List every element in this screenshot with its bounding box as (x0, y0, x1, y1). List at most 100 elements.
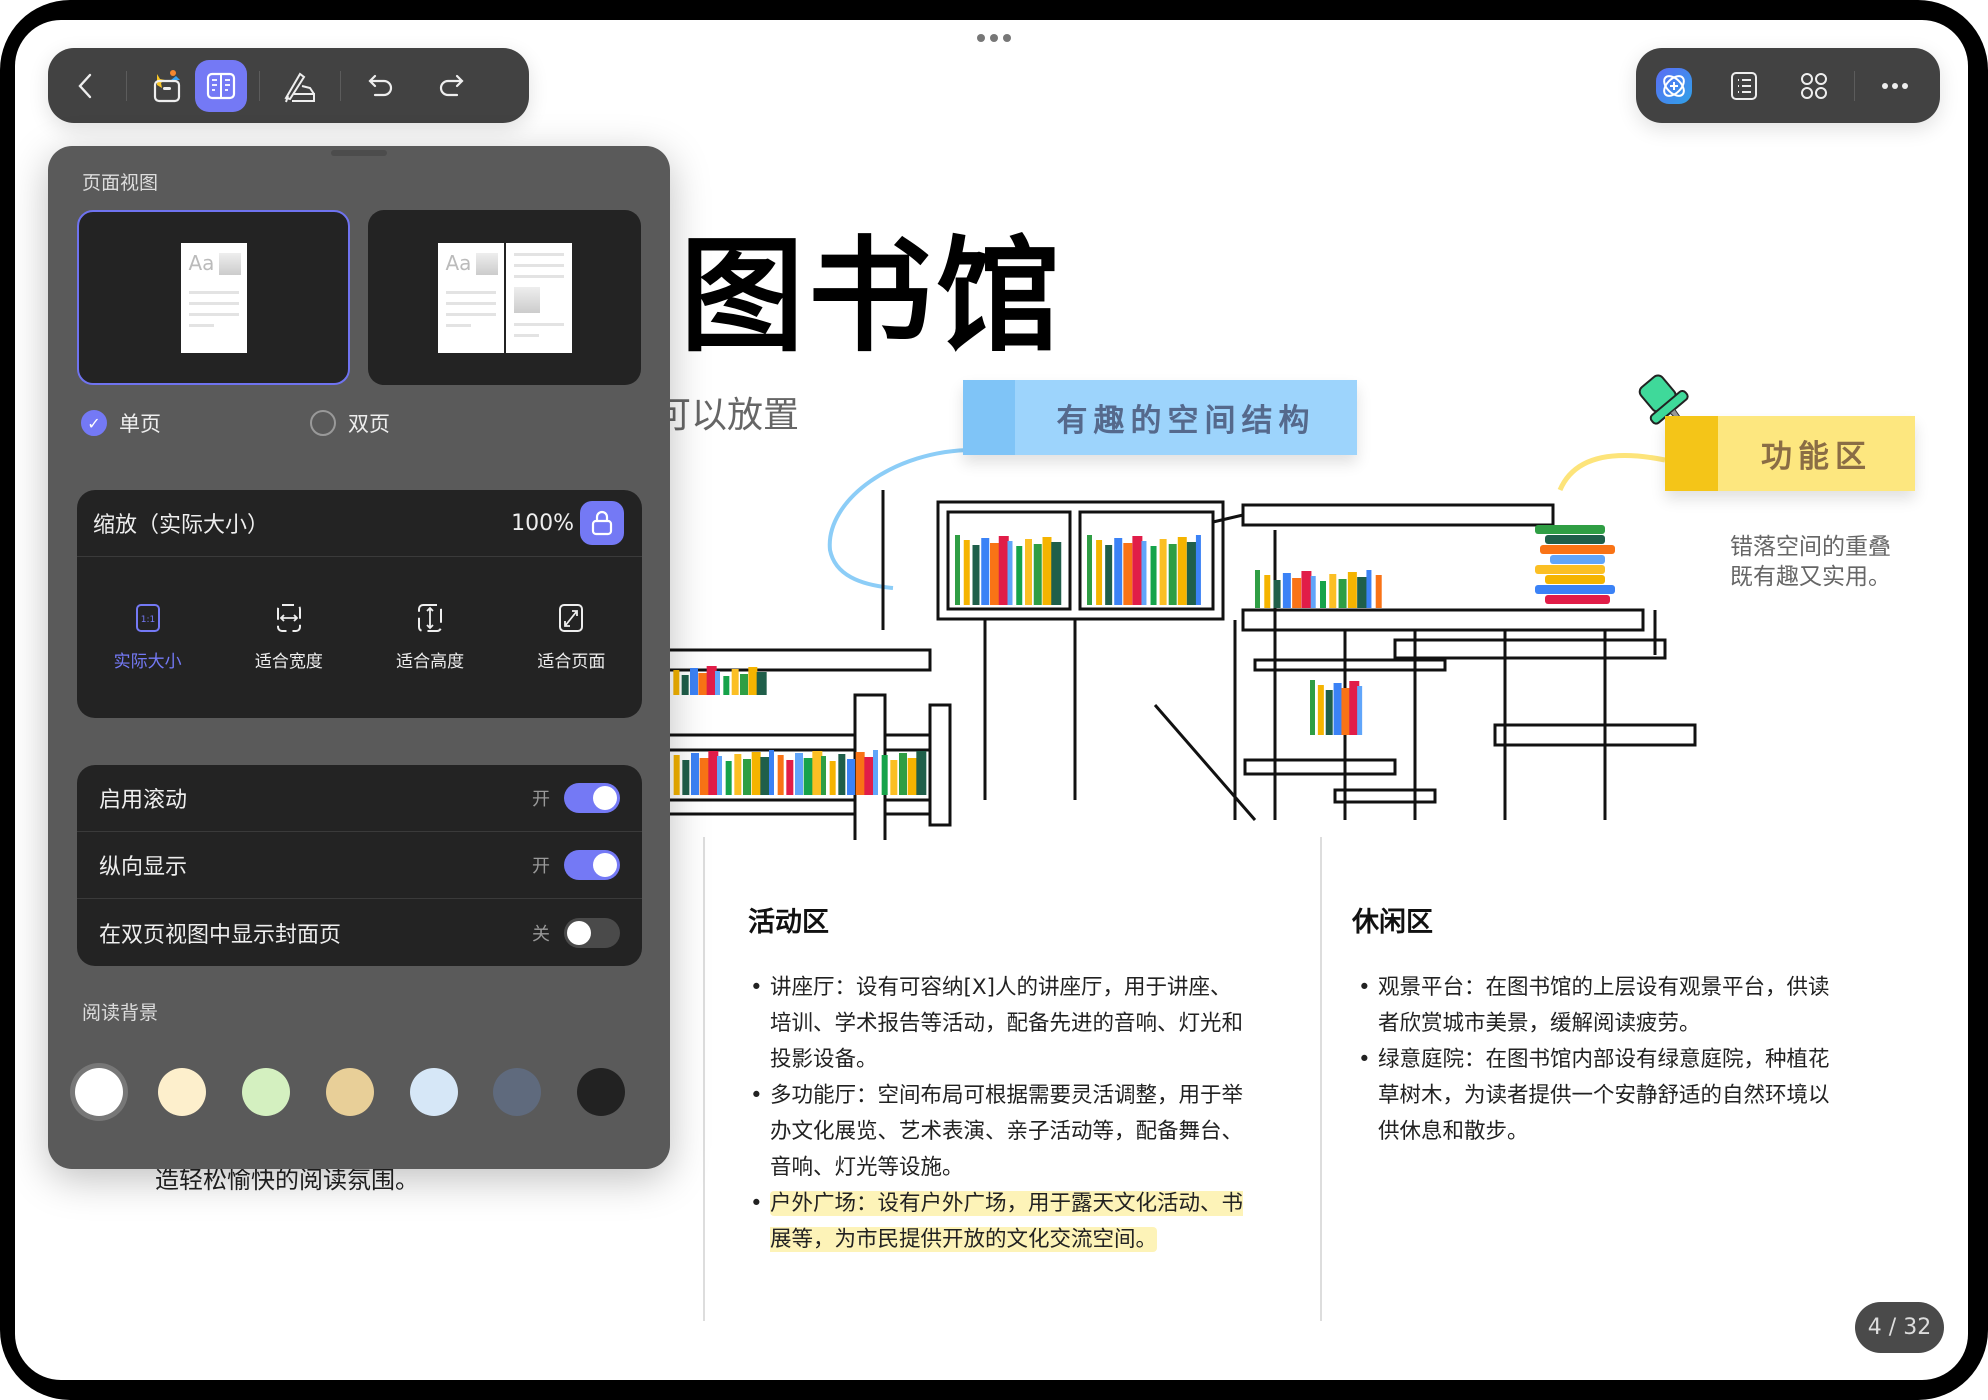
book (873, 750, 878, 795)
book (829, 761, 836, 795)
book (691, 753, 699, 795)
book (907, 758, 917, 795)
list-icon (1731, 71, 1757, 100)
panel-grabber[interactable] (331, 150, 387, 156)
ai-assistant-button[interactable] (1646, 58, 1702, 114)
book (1333, 683, 1342, 735)
toc-button[interactable] (1716, 58, 1772, 114)
redo-button[interactable] (423, 58, 479, 114)
book (972, 545, 980, 605)
toggle-label: 在双页视图中显示封面页 (99, 922, 342, 948)
undo-icon (368, 74, 393, 96)
more-button[interactable] (1867, 58, 1923, 114)
book (963, 540, 970, 605)
grid-icon (1801, 72, 1827, 99)
book (881, 755, 888, 795)
background-swatch[interactable] (577, 1068, 625, 1116)
background-swatch[interactable] (242, 1068, 290, 1116)
book (1357, 686, 1363, 735)
book (715, 671, 720, 695)
book (786, 760, 794, 795)
single-page-option-card[interactable]: Aa (77, 210, 350, 385)
zoom-fit-height-button[interactable]: 适合高度 (360, 603, 501, 672)
book (1310, 680, 1315, 735)
background-swatch[interactable] (493, 1068, 541, 1116)
book (1317, 685, 1324, 735)
book (1357, 577, 1368, 608)
scroll-toggle[interactable] (564, 783, 620, 813)
book (673, 755, 680, 795)
book (1007, 541, 1013, 605)
book (748, 667, 758, 695)
toggle-row-scroll: 启用滚动 开 (77, 765, 642, 832)
multitask-handle[interactable] (977, 34, 1011, 42)
back-button[interactable] (58, 58, 114, 114)
toggle-label: 纵向显示 (99, 855, 188, 880)
zoom-value: 100% (511, 510, 574, 536)
book (756, 672, 767, 695)
zoom-lock-button[interactable] (580, 501, 624, 545)
list-item-highlighted: 户外广场：设有户外广场，用于露天文化活动、书展等，为市民提供开放的文化交流空间。 (750, 1186, 1250, 1258)
top-toolbar-right (1636, 48, 1940, 123)
book (1320, 581, 1326, 608)
books (665, 525, 1615, 795)
zoom-actual-size-button[interactable]: 1:1 实际大小 (77, 603, 218, 672)
list-item: 讲座厅：设有可容纳[X]人的讲座厅，用于讲座、培训、学术报告等活动，配备先进的音… (750, 970, 1250, 1078)
background-swatch[interactable] (75, 1068, 123, 1116)
book (1114, 538, 1123, 605)
book (1341, 688, 1351, 735)
book (690, 668, 698, 695)
book (803, 758, 813, 795)
book (1264, 575, 1271, 608)
book (1375, 575, 1382, 608)
toggle-state: 开 (532, 856, 550, 877)
book (734, 754, 742, 795)
book (717, 756, 722, 795)
book (1141, 541, 1147, 605)
page-view-label: 页面视图 (82, 172, 159, 194)
book (723, 676, 730, 695)
double-page-option-card[interactable]: Aa (368, 210, 641, 385)
caption-line: 错落空间的重叠 (1730, 534, 1891, 560)
book (1105, 545, 1113, 605)
book (1550, 555, 1605, 564)
zoom-card: 缩放（实际大小） 100% 1:1 实际大小 适合宽度 适合高度 (77, 490, 642, 718)
book (706, 666, 717, 695)
book (1150, 546, 1157, 605)
toggle-label: 启用滚动 (99, 788, 188, 813)
book (1347, 572, 1357, 608)
background-swatch[interactable] (410, 1068, 458, 1116)
book (1195, 535, 1201, 605)
book (864, 757, 875, 795)
single-page-radio[interactable]: ✓ 单页 (81, 408, 161, 438)
page-view-button[interactable] (195, 59, 247, 112)
list-item: 多功能厅：空间布局可根据需要灵活调整，用于举办文化展览、艺术表演、亲子活动等，配… (750, 1078, 1250, 1186)
back-icon (78, 73, 92, 98)
undo-button[interactable] (353, 58, 409, 114)
cover-page-toggle[interactable] (564, 917, 620, 948)
highlight[interactable]: 户外广场：设有户外广场，用于露天文化活动、书展等，为市民提供开放的文化交流空间。 (770, 1191, 1244, 1252)
book (990, 543, 999, 605)
book (743, 759, 751, 795)
book (769, 750, 774, 795)
page-preview-icon: Aa (437, 242, 504, 353)
divider (1854, 70, 1855, 101)
book (1123, 543, 1133, 605)
column-divider (703, 837, 705, 1321)
sticker-button[interactable] (139, 58, 195, 114)
book (1325, 690, 1333, 735)
zoom-fit-page-button[interactable]: 适合页面 (501, 603, 642, 672)
double-page-radio[interactable]: 双页 (310, 408, 390, 438)
thumbnails-button[interactable] (1786, 58, 1842, 114)
vertical-toggle[interactable] (564, 850, 620, 880)
background-swatch[interactable] (326, 1068, 374, 1116)
book (821, 756, 826, 795)
book (1255, 570, 1260, 608)
background-swatch[interactable] (158, 1068, 206, 1116)
fit-page-icon (559, 603, 584, 632)
book (847, 759, 855, 795)
book (777, 755, 784, 795)
book (1545, 575, 1605, 584)
zoom-fit-width-button[interactable]: 适合宽度 (218, 603, 359, 672)
annotate-button[interactable] (272, 58, 328, 114)
